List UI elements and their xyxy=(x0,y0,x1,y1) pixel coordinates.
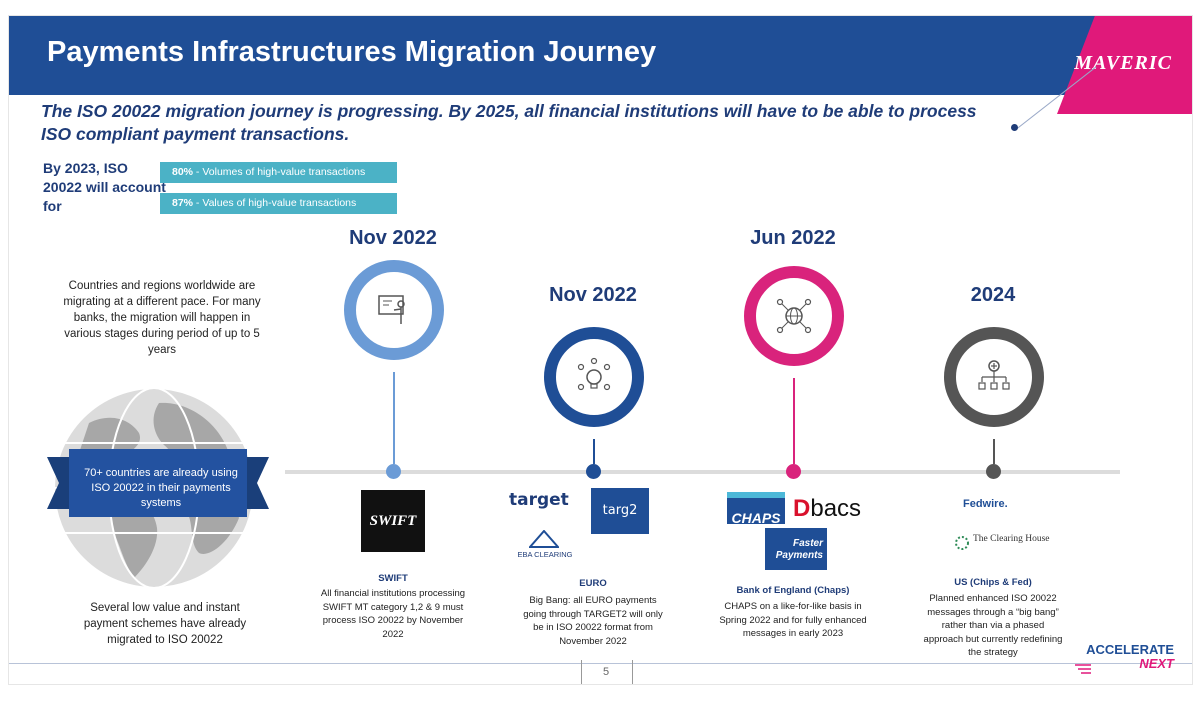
fedwire-logo: Fedwire. xyxy=(963,498,1008,510)
milestone-date: 2024 xyxy=(970,284,1016,306)
stat-text: - Volumes of high-value transactions xyxy=(193,166,366,178)
eba-clearing-logo: EBA CLEARING xyxy=(517,550,573,559)
stat-bar-values: 87% - Values of high-value transactions xyxy=(160,193,397,214)
subtitle: The ISO 20022 migration journey is progr… xyxy=(41,101,977,144)
milestone-caption-title: EURO xyxy=(579,578,607,589)
milestone-stem xyxy=(393,372,395,464)
speed-lines-icon xyxy=(1075,664,1091,674)
milestone-caption-title: Bank of England (Chaps) xyxy=(736,585,850,596)
next-text: NEXT xyxy=(1139,656,1174,671)
maveric-logo: MAVERIC xyxy=(1074,52,1172,74)
timeline-dot xyxy=(386,464,401,479)
lightbulb-team-icon xyxy=(577,357,611,391)
stat-bar-volumes: 80% - Volumes of high-value transactions xyxy=(160,162,397,183)
bacs-logo: Dbacs xyxy=(793,495,862,522)
milestone-stem xyxy=(993,439,995,464)
accelerate-text: ACCELERATE xyxy=(1086,642,1174,657)
ribbon-banner xyxy=(47,449,269,517)
clearing-house-logo: The Clearing House xyxy=(973,534,1050,544)
presentation-icon xyxy=(378,295,405,324)
footer-divider xyxy=(9,663,1192,664)
ribbon-text: 70+ countries are already using ISO 2002… xyxy=(84,467,238,509)
timeline-line xyxy=(285,470,1120,474)
milestone-date: Nov 2022 xyxy=(349,227,437,249)
timeline-dot xyxy=(986,464,1001,479)
milestone-caption-title: US (Chips & Fed) xyxy=(954,577,1032,588)
page-number-box xyxy=(581,660,633,684)
stat-pct: 87% xyxy=(172,197,194,209)
page-title: Payments Infrastructures Migration Journ… xyxy=(47,36,657,68)
milestone-caption-body: Planned enhanced ISO 20022 messages thro… xyxy=(923,593,1063,658)
milestone-stem xyxy=(793,378,795,464)
milestone-caption-body: CHAPS on a like-for-like basis in Spring… xyxy=(719,601,867,639)
low-value-schemes-text: Several low value and instant payment sc… xyxy=(83,602,247,646)
milestone-caption-body: Big Bang: all EURO payments going throug… xyxy=(523,595,663,647)
milestone-caption-body: All financial institutions processing SW… xyxy=(320,588,466,640)
globe-network-icon xyxy=(776,298,812,334)
faster-payments-logo: Faster Payments xyxy=(765,528,827,570)
migration-pace-text: Countries and regions worldwide are migr… xyxy=(63,280,261,356)
brand-connector-dot xyxy=(1011,124,1018,131)
milestone-date: Jun 2022 xyxy=(750,227,836,249)
milestone-stem xyxy=(593,439,595,464)
accelerate-next-logo: ACCELERATE NEXT xyxy=(1086,643,1174,671)
eba-clearing-icon xyxy=(529,530,559,548)
swift-logo: SWIFT xyxy=(361,490,425,552)
stat-text: - Values of high-value transactions xyxy=(193,197,357,209)
chaps-logo: CHAPS xyxy=(727,492,785,526)
stat-pct: 80% xyxy=(172,166,194,178)
stats-intro: By 2023, ISO 20022 will account for xyxy=(43,160,166,214)
timeline-dot xyxy=(786,464,801,479)
slide: Payments Infrastructures Migration Journ… xyxy=(8,15,1193,685)
target2-logo: targ2 xyxy=(591,488,649,534)
page-number: 5 xyxy=(602,666,610,678)
hierarchy-icon xyxy=(978,360,1010,390)
target-logo: target xyxy=(509,490,569,510)
timeline-dot xyxy=(586,464,601,479)
bacs-text: bacs xyxy=(810,495,862,522)
milestone-caption-title: SWIFT xyxy=(378,573,408,584)
header-bar: Payments Infrastructures Migration Journ… xyxy=(9,16,1192,95)
milestone-date: Nov 2022 xyxy=(549,284,637,306)
clearing-house-icon xyxy=(955,536,969,550)
